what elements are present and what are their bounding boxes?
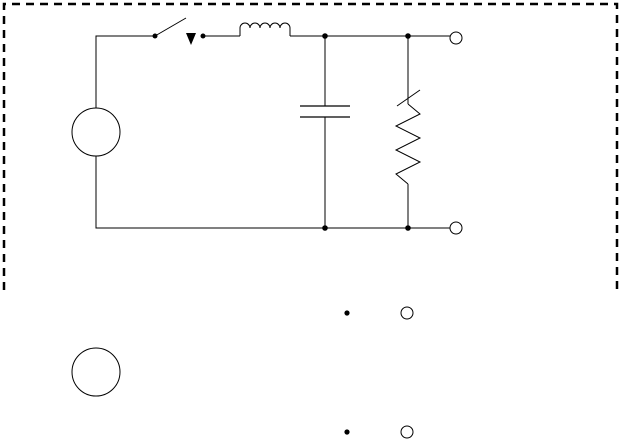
legend-node-icon-2 xyxy=(344,429,350,435)
variable-resistor-icon xyxy=(394,89,422,185)
junction-node-bottom-capacitor xyxy=(322,225,328,231)
dashed-boundary xyxy=(2,2,619,290)
inductor-icon xyxy=(239,22,291,36)
capacitor-icon xyxy=(300,105,350,118)
ac-source-icon xyxy=(71,107,121,157)
wire-bottom-left xyxy=(95,156,325,229)
junction-node-bottom-resistor xyxy=(405,225,411,231)
legend-terminal-icon-1 xyxy=(400,306,414,320)
output-terminal-top[interactable] xyxy=(449,31,463,45)
switch-icon xyxy=(152,17,206,45)
legend-terminal-icon-2 xyxy=(400,425,414,439)
legend-node-icon-1 xyxy=(344,310,350,316)
output-terminal-bottom[interactable] xyxy=(449,221,463,235)
legend-ac-source-icon xyxy=(71,347,121,397)
